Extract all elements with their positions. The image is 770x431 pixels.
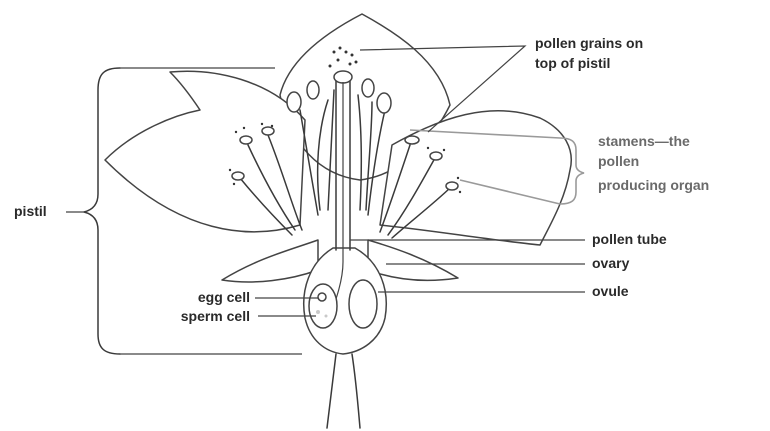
label-stamens-line1: stamens—the: [598, 133, 690, 149]
pistil-bracket: [84, 68, 120, 354]
label-stamens-line2: pollen: [598, 153, 639, 169]
ovule-left: [309, 284, 337, 328]
ovule-right: [349, 280, 377, 328]
stigma: [334, 71, 352, 83]
label-egg-cell: egg cell: [198, 289, 250, 305]
stem: [327, 354, 360, 428]
label-ovary: ovary: [592, 255, 630, 271]
label-stamens-line3: producing organ: [598, 177, 709, 193]
sepal-left: [222, 240, 318, 282]
label-ovule: ovule: [592, 283, 629, 299]
sepal-right: [368, 240, 458, 280]
label-pollen-grains-line2: top of pistil: [535, 55, 610, 71]
label-pollen-tube: pollen tube: [592, 231, 667, 247]
label-pistil: pistil: [14, 203, 47, 219]
label-sperm-cell: sperm cell: [181, 308, 250, 324]
sperm-cell-dot: [316, 310, 320, 314]
label-pollen-grains-line1: pollen grains on: [535, 35, 643, 51]
egg-cell-dot: [318, 293, 326, 301]
